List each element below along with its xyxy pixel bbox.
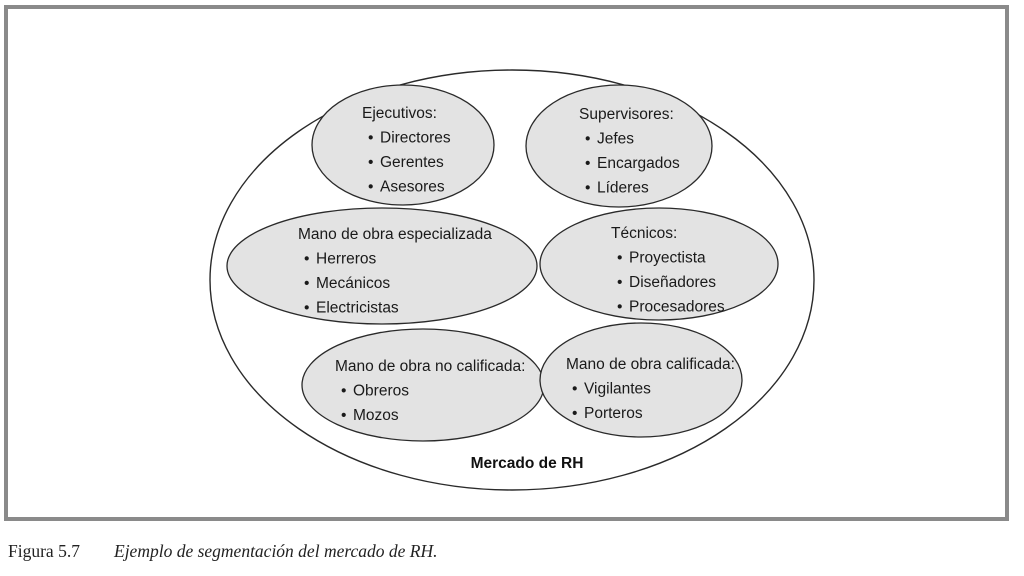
- segment-item: Jefes: [597, 131, 634, 148]
- segment-item: Directores: [380, 130, 451, 147]
- bullet-icon: •: [368, 130, 373, 147]
- segment-tecnicos: Técnicos: • Proyectista • Diseñadores • Proces…: [539, 207, 779, 321]
- segment-ejecutivos: Ejecutivos: • Directores • Gerentes • Asesores: [311, 84, 495, 206]
- bullet-icon: •: [617, 274, 622, 291]
- segment-title-calificada: Mano de obra calificada:: [566, 356, 735, 373]
- segment-ellipse-tecnicos: [539, 207, 779, 321]
- segment-ellipse-especializada: [226, 207, 538, 325]
- segment-item: Herreros: [316, 251, 377, 268]
- segment-item: Mozos: [353, 407, 399, 424]
- segment-item: Porteros: [584, 405, 643, 422]
- segment-item: Gerentes: [380, 154, 444, 171]
- bullet-icon: •: [304, 300, 309, 317]
- segment-title-supervisores: Supervisores:: [579, 106, 674, 123]
- segment-item: Procesadores: [629, 299, 725, 316]
- bullet-icon: •: [341, 407, 346, 424]
- segments-layer: Ejecutivos: • Directores • Gerentes • Asesores…: [226, 84, 779, 442]
- segment-ellipse-no-calificada: [301, 328, 545, 442]
- segment-item: Obreros: [353, 383, 409, 400]
- segment-title-ejecutivos: Ejecutivos:: [362, 105, 437, 122]
- segment-item: Asesores: [380, 179, 445, 196]
- segment-item: Encargados: [597, 155, 680, 172]
- bullet-icon: •: [585, 131, 590, 148]
- bullet-icon: •: [368, 154, 373, 171]
- bullet-icon: •: [617, 250, 622, 267]
- bullet-icon: •: [304, 275, 309, 292]
- segment-item: Vigilantes: [584, 381, 651, 398]
- segment-item: Proyectista: [629, 250, 706, 267]
- bullet-icon: •: [585, 155, 590, 172]
- bullet-icon: •: [572, 381, 577, 398]
- segment-especializada: Mano de obra especializada • Herreros • Mecá…: [226, 207, 538, 325]
- segment-ellipse-ejecutivos: [311, 84, 495, 206]
- segment-item: Electricistas: [316, 300, 399, 317]
- caption-title: Ejemplo de segmentación del mercado de R…: [114, 541, 438, 561]
- segment-item: Mecánicos: [316, 275, 390, 292]
- bullet-icon: •: [585, 180, 590, 197]
- bullet-icon: •: [617, 299, 622, 316]
- segment-title-tecnicos: Técnicos:: [611, 225, 677, 242]
- bullet-icon: •: [572, 405, 577, 422]
- segment-supervisores: Supervisores: • Jefes • Encargados • Líderes: [525, 84, 713, 208]
- segment-item: Líderes: [597, 180, 649, 197]
- segment-no-calificada: Mano de obra no calificada: • Obreros • Mozo…: [301, 328, 545, 442]
- figure-caption: Figura 5.7 Ejemplo de segmentación del me…: [8, 541, 438, 562]
- bullet-icon: •: [304, 251, 309, 268]
- segment-title-no-calificada: Mano de obra no calificada:: [335, 358, 525, 375]
- segment-calificada: Mano de obra calificada: • Vigilantes • Port…: [539, 322, 743, 438]
- segment-ellipse-calificada: [539, 322, 743, 438]
- bullet-icon: •: [368, 179, 373, 196]
- market-label: Mercado de RH: [471, 455, 584, 472]
- segment-title-especializada: Mano de obra especializada: [298, 226, 492, 243]
- segment-ellipse-supervisores: [525, 84, 713, 208]
- caption-number: Figura 5.7: [8, 541, 80, 561]
- segment-item: Diseñadores: [629, 274, 716, 291]
- bullet-icon: •: [341, 383, 346, 400]
